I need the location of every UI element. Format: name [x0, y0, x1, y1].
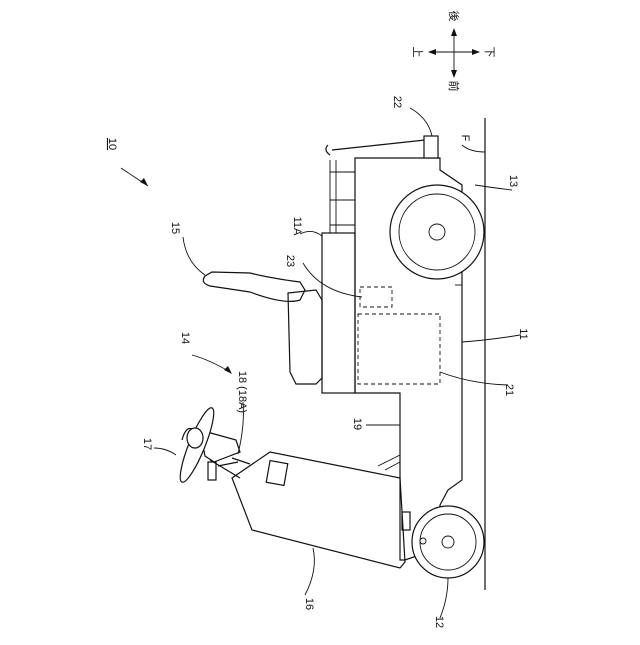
- seat-cushion: [288, 290, 322, 384]
- arrow-left-icon: [428, 49, 436, 55]
- ref-21-label: 21: [503, 384, 515, 396]
- leader-14: [192, 355, 230, 372]
- steering-hub: [187, 428, 203, 448]
- controller-box: [360, 287, 392, 307]
- ref-22-label: 22: [391, 96, 403, 108]
- ref-13-label: 13: [507, 175, 519, 187]
- arrow-right-icon: [472, 49, 480, 55]
- direction-up-label: 上: [411, 47, 424, 58]
- ref-16-label: 16: [303, 598, 315, 610]
- leader-11: [462, 335, 520, 342]
- floor-panel-link-2: [385, 462, 400, 470]
- rear-wheel: [390, 185, 484, 279]
- ref-19-label: 19: [351, 418, 363, 430]
- battery-box: [358, 314, 440, 384]
- cover-panel: [266, 461, 288, 486]
- leader-22: [410, 108, 432, 136]
- direction-back-label: 後: [447, 11, 461, 22]
- leader-16: [305, 548, 314, 595]
- arrow-down-icon: [451, 70, 457, 78]
- direction-down-label: 下: [483, 47, 495, 58]
- front-cover: [232, 452, 405, 568]
- ref-23-label: 23: [284, 255, 296, 267]
- leader-17: [154, 448, 176, 455]
- ref-18-label: 18 (18A): [236, 371, 248, 413]
- leader-21: [440, 372, 508, 385]
- arrow-10-icon: [140, 178, 148, 186]
- direction-compass: 後 前 上 下: [411, 11, 495, 92]
- seat-back: [203, 272, 305, 301]
- ref-14-label: 14: [179, 332, 191, 344]
- leader-23: [303, 263, 362, 297]
- leader-F: [462, 145, 485, 152]
- ref-15-label: 15: [169, 222, 181, 234]
- leader-13: [475, 185, 512, 190]
- ref-17-label: 17: [141, 438, 153, 450]
- direction-front-label: 前: [447, 81, 461, 92]
- arrow-up-icon: [451, 28, 457, 36]
- ref-11-label: 11: [517, 328, 529, 339]
- leader-15: [183, 237, 205, 275]
- arrow-14-icon: [224, 366, 232, 374]
- ref-10-label: 10: [106, 138, 118, 150]
- ref-F-label: F: [459, 135, 471, 142]
- lever: [208, 462, 216, 480]
- seat-stand: [322, 233, 355, 393]
- floor-panel-link: [378, 455, 400, 466]
- leader-12: [440, 578, 448, 618]
- front-wheel: [412, 506, 484, 578]
- ref-11A-label: 11A: [291, 217, 303, 236]
- ref-12-label: 12: [433, 616, 445, 628]
